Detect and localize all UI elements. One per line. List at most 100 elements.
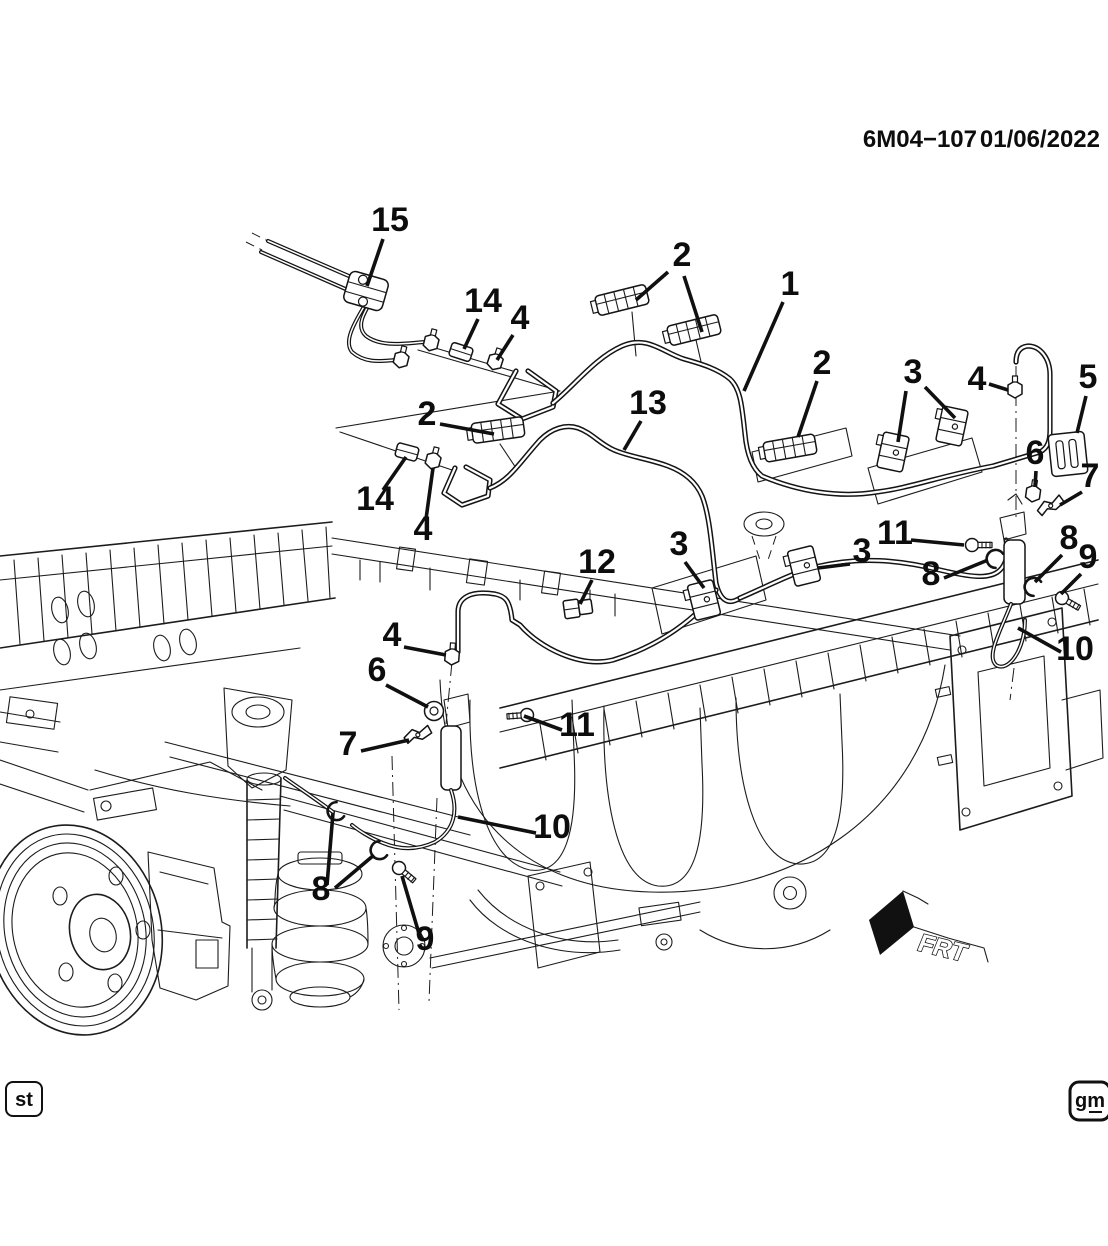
leader-line-11: [910, 538, 965, 547]
leader-line-9: [1059, 572, 1083, 596]
leader-line-4: [988, 382, 1009, 392]
callout-8: 8: [1060, 519, 1079, 557]
left-rail-hatch: [13, 526, 331, 645]
gm-badge-label: gm: [1075, 1090, 1105, 1112]
sleeve-14: [393, 441, 421, 463]
leader-line-6: [385, 683, 429, 709]
rear-panel: [934, 607, 1104, 831]
callout-6: 6: [1026, 434, 1045, 472]
leader-line-2: [634, 270, 670, 302]
callout-8: 8: [312, 870, 331, 908]
tube-nut: [391, 343, 412, 371]
leader-line-4: [495, 334, 515, 361]
pipe-1: [495, 339, 1053, 497]
fitting-nut-4: [1007, 375, 1023, 399]
callout-8: 8: [922, 555, 941, 593]
air-spring-bellows: [271, 851, 369, 1008]
frt-arrow-icon: [869, 891, 914, 955]
leader-line-11: [523, 714, 563, 732]
leader-line-8: [325, 812, 335, 886]
callout-3: 3: [670, 525, 689, 563]
leader-line-8: [1033, 553, 1064, 584]
wheel-hub: [52, 866, 151, 993]
callout-7: 7: [339, 725, 358, 763]
leader-line-15: [365, 238, 385, 287]
brake-caliper: [89, 761, 263, 1001]
bolt-11: [505, 707, 535, 724]
leader-line-3: [683, 560, 706, 590]
left-rail-holes: [51, 590, 197, 666]
leader-line-14: [462, 318, 480, 350]
leader-line-1: [742, 301, 785, 392]
callout-7: 7: [1081, 457, 1100, 495]
leader-line-3: [896, 390, 908, 443]
callout-11: 11: [559, 706, 595, 744]
leader-line-5: [1075, 395, 1088, 434]
axle-parts: [382, 861, 701, 969]
brake-pipes: [259, 239, 1053, 851]
fitting-nut-4: [423, 444, 445, 472]
leader-line-8: [943, 558, 989, 580]
leader-line-9: [400, 875, 422, 938]
leader-line-10: [1017, 626, 1062, 654]
leader-line-4: [403, 645, 447, 657]
pipe-clip-2: [588, 283, 651, 318]
callout-4: 4: [511, 299, 530, 337]
spare-winch-pulley: [743, 511, 785, 561]
banjo-bolt-9: [1052, 588, 1084, 615]
leader-line-3: [923, 385, 957, 420]
callout-15: 15: [371, 201, 409, 239]
frt-label: FRT: [914, 930, 972, 968]
callout-13: 13: [629, 384, 667, 422]
brake-hose-left: [283, 693, 471, 851]
callout-9: 9: [416, 920, 435, 958]
doc-number: 6M04−107: [863, 126, 977, 153]
spare-tire-well: [439, 664, 946, 950]
leader-line-7: [1059, 490, 1083, 507]
leader-line-7: [360, 738, 410, 753]
shock-absorber: [223, 687, 293, 1011]
leader-line-12: [578, 579, 594, 605]
leader-line-2: [796, 380, 819, 438]
callout-9: 9: [1079, 538, 1098, 576]
fitting-6: [1024, 478, 1043, 504]
sensor-12: [562, 596, 594, 620]
pipe-clip-3: [870, 429, 911, 474]
gm-badge: gm: [1068, 1080, 1108, 1122]
sleeve-14: [447, 341, 475, 363]
leader-line-13: [622, 420, 643, 451]
callout-1: 1: [781, 265, 800, 303]
callout-12: 12: [578, 543, 616, 581]
callout-11: 11: [877, 514, 913, 552]
leader-line-14: [381, 455, 408, 492]
leader-line-2: [439, 422, 495, 436]
st-badge: st: [5, 1081, 43, 1117]
st-badge-label: st: [15, 1089, 33, 1111]
leader-line-8: [333, 853, 376, 890]
brake-hose-right: [990, 493, 1027, 669]
callout-2: 2: [813, 344, 832, 382]
callout-14: 14: [464, 282, 502, 320]
pipe-13: [441, 423, 1010, 665]
callout-10: 10: [1056, 630, 1094, 668]
doc-date: 01/06/2022: [980, 126, 1100, 153]
pipe-clip-2: [660, 313, 723, 348]
trailing-arms: [0, 696, 563, 887]
leader-line-4: [424, 467, 435, 520]
callout-3: 3: [853, 532, 872, 570]
callout-2: 2: [673, 236, 692, 274]
pipe-clip-3: [781, 544, 822, 589]
callout-6: 6: [368, 651, 387, 689]
callout-5: 5: [1079, 358, 1098, 396]
leader-line-2: [682, 275, 704, 333]
callout-2: 2: [418, 395, 437, 433]
leader-line-10: [457, 815, 537, 835]
bolt-11: [964, 537, 993, 553]
leader-line-3: [817, 562, 851, 570]
callout-4: 4: [968, 360, 987, 398]
callout-3: 3: [904, 353, 923, 391]
retainer-clip-15: [341, 269, 391, 313]
